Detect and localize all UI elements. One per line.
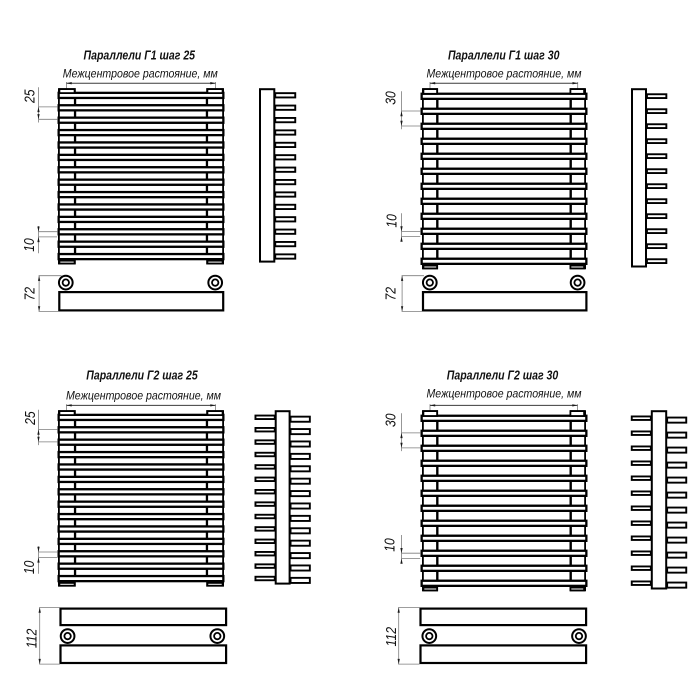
svg-text:25: 25 [23,89,39,104]
svg-text:30: 30 [384,91,400,105]
svg-text:112: 112 [25,629,41,649]
svg-text:Параллели Г2 шаг 30: Параллели Г2 шаг 30 [447,367,559,382]
svg-text:Межцентровое растояние, мм: Межцентровое растояние, мм [427,66,582,80]
svg-text:25: 25 [23,411,39,426]
svg-text:10: 10 [383,538,399,552]
svg-text:10: 10 [384,214,400,228]
svg-text:Межцентровое растояние, мм: Межцентровое растояние, мм [66,388,221,402]
svg-text:Параллели Г1 шаг 25: Параллели Г1 шаг 25 [84,48,196,63]
svg-text:10: 10 [22,238,38,252]
svg-text:Межцентровое растояние, мм: Межцентровое растояние, мм [63,66,218,80]
svg-text:112: 112 [384,627,400,647]
svg-text:Параллели Г2 шаг 25: Параллели Г2 шаг 25 [86,367,198,382]
svg-text:30: 30 [384,414,400,428]
svg-text:72: 72 [383,287,399,301]
svg-text:10: 10 [22,561,38,575]
svg-text:Межцентровое растояние, мм: Межцентровое растояние, мм [427,387,582,401]
svg-text:72: 72 [22,287,38,301]
svg-text:Параллели Г1 шаг 30: Параллели Г1 шаг 30 [448,48,560,63]
